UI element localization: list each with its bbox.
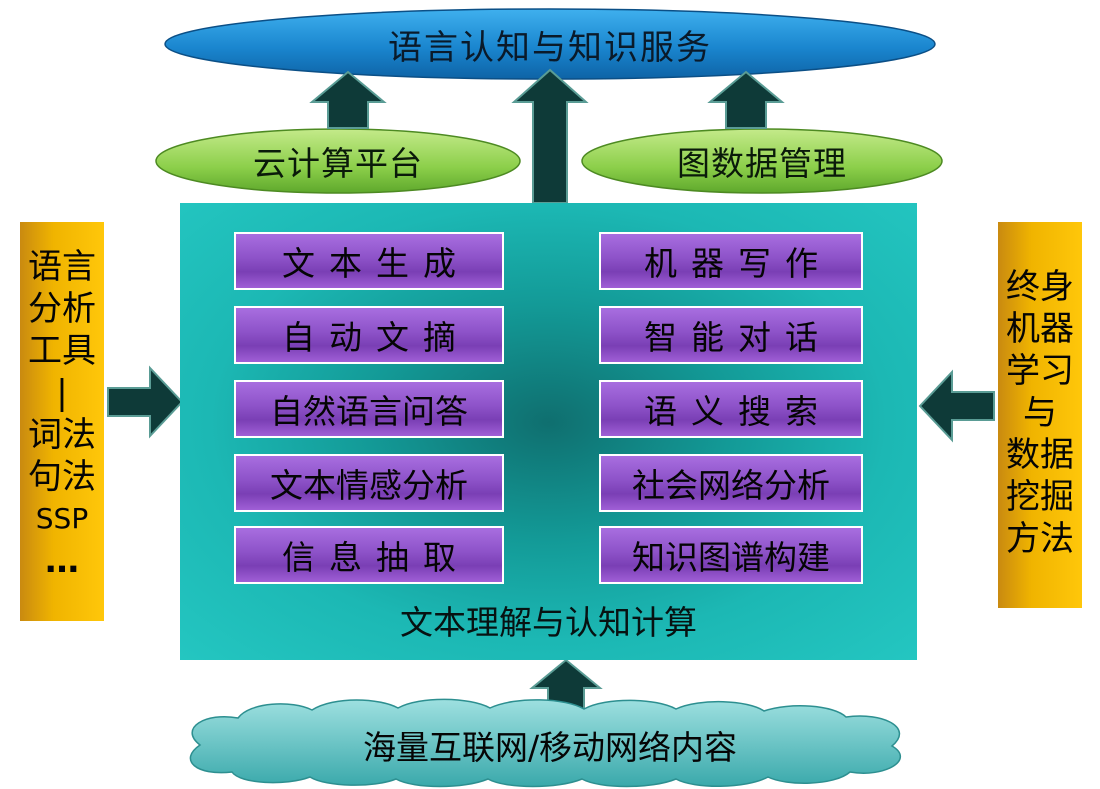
left-line: SSP xyxy=(35,502,89,535)
graph-management-label: 图数据管理 xyxy=(677,144,847,183)
right-line: 终身 xyxy=(1006,267,1074,307)
box-auto-summary: 自动文摘 xyxy=(234,306,504,364)
left-line: 语言 xyxy=(28,247,96,287)
left-line: 句法 xyxy=(28,457,96,497)
right-line: 学习 xyxy=(1006,351,1074,391)
box-smart-dialog: 智能对话 xyxy=(599,306,863,364)
box-text-generation: 文本生成 xyxy=(234,232,504,290)
right-line: 机器 xyxy=(1006,309,1074,349)
language-tools-text: 语言 分析 工具 | 词法 句法 SSP … xyxy=(20,246,104,582)
core-title: 文本理解与认知计算 xyxy=(400,603,697,642)
arrow-up-left-icon xyxy=(309,70,387,129)
box-qa: 自然语言问答 xyxy=(234,380,504,438)
content-cloud-shape xyxy=(189,698,901,788)
left-line: 词法 xyxy=(28,415,96,455)
left-line: 分析 xyxy=(28,289,96,329)
machine-learning-panel: 终身 机器 学习 与 数据 挖掘 方法 xyxy=(998,222,1082,608)
box-social-network-analysis: 社会网络分析 xyxy=(599,454,863,512)
box-sentiment-analysis: 文本情感分析 xyxy=(234,454,504,512)
machine-learning-text: 终身 机器 学习 与 数据 挖掘 方法 xyxy=(998,266,1082,560)
box-knowledge-graph: 知识图谱构建 xyxy=(599,526,863,584)
left-line: … xyxy=(45,541,79,581)
box-info-extraction: 信息抽取 xyxy=(234,526,504,584)
right-line: 数据 xyxy=(1006,435,1074,475)
language-tools-panel: 语言 分析 工具 | 词法 句法 SSP … xyxy=(20,222,104,621)
right-line: 挖掘 xyxy=(1006,477,1074,517)
box-semantic-search: 语义搜索 xyxy=(599,380,863,438)
box-machine-writing: 机器写作 xyxy=(599,232,863,290)
right-line: 与 xyxy=(1023,393,1057,433)
arrow-left-icon xyxy=(918,369,995,443)
knowledge-service-label: 语言认知与知识服务 xyxy=(388,27,712,68)
arrow-up-bottom-icon xyxy=(529,658,603,713)
left-line: 工具 xyxy=(28,331,96,371)
content-source-label: 海量互联网/移动网络内容 xyxy=(362,728,738,767)
arrow-right-icon xyxy=(107,365,184,439)
cloud-platform-label: 云计算平台 xyxy=(253,144,423,183)
left-line: | xyxy=(56,373,68,413)
right-line: 方法 xyxy=(1006,519,1074,559)
arrow-up-right-icon xyxy=(707,70,785,129)
arrow-up-center-icon xyxy=(511,68,589,204)
